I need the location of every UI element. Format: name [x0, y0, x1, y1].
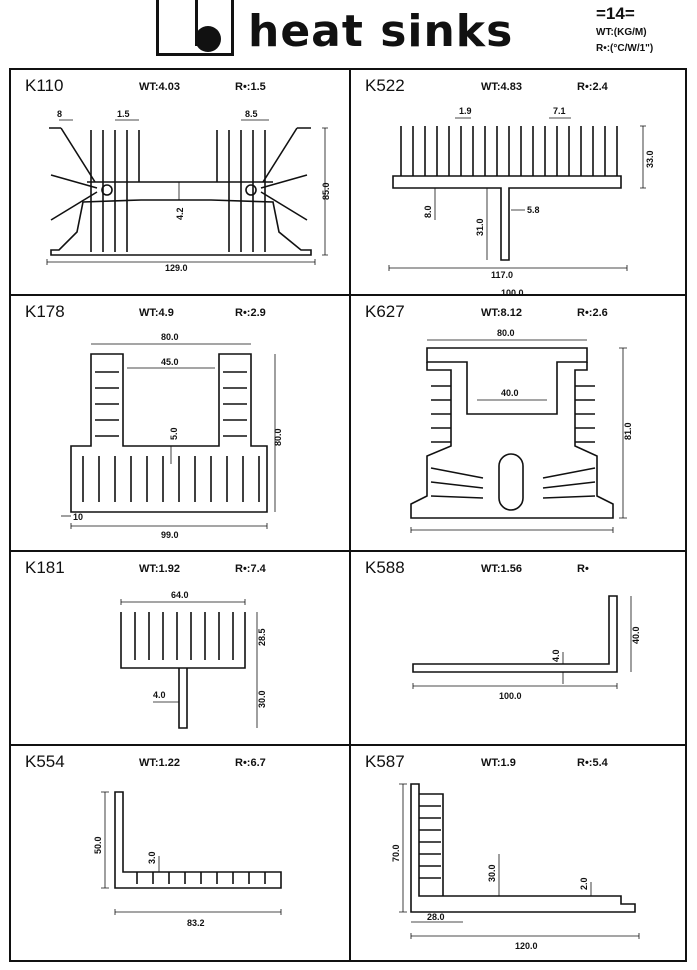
- profile-weight: WT:1.22: [139, 757, 180, 769]
- dim-label: 50.0: [93, 836, 103, 854]
- profile-drawing-k627: 80.0 40.0 81.0 100.0: [410, 288, 633, 533]
- profile-drawing-k522: 1.9 7.1 33.0 8.0 31.0 5.8 117.0: [388, 106, 655, 280]
- dim-label: 4.0: [551, 649, 561, 662]
- profile-card-k178: K178 WT:4.9 R•:2.9 80.0 45.0 5.0 80.0 10…: [11, 296, 349, 550]
- profile-drawing-k110: 8 1.5 8.5 85.0 4.2 129.0: [46, 109, 331, 273]
- dim-label: 8.0: [423, 205, 433, 218]
- dim-label: 5.8: [527, 205, 540, 215]
- dim-label: 5.0: [169, 427, 179, 440]
- page-header: heat sinks =14= WT:(KG/M) R•:(°C/W/1"): [0, 0, 697, 66]
- dim-label: 4.2: [175, 207, 185, 220]
- dim-label: 8: [57, 109, 62, 119]
- dim-label: 100.0: [501, 288, 524, 298]
- dim-label: 1.9: [459, 106, 472, 116]
- thermal-resistance: R•:2.4: [577, 81, 608, 93]
- profile-code: K627: [365, 302, 405, 321]
- dim-label: 40.0: [501, 388, 519, 398]
- dim-label: 81.0: [623, 422, 633, 440]
- dim-label: 129.0: [165, 263, 188, 273]
- profile-code: K587: [365, 752, 405, 771]
- dim-label: 99.0: [161, 530, 179, 540]
- profile-weight: WT:4.83: [481, 81, 522, 93]
- thermal-resistance: R•:5.4: [577, 757, 608, 769]
- profile-card-k554: K554 WT:1.22 R•:6.7 50.0 3.0 83.2: [11, 746, 349, 960]
- weight-legend: WT:(KG/M): [596, 27, 647, 38]
- profile-code: K554: [25, 752, 65, 771]
- thermal-resistance: R•:7.4: [235, 563, 266, 575]
- dim-label: 85.0: [321, 182, 331, 200]
- thermal-resistance: R•:2.6: [577, 307, 608, 319]
- dim-label: 80.0: [497, 328, 515, 338]
- dim-label: 80.0: [161, 332, 179, 342]
- dim-label: 3.0: [147, 851, 157, 864]
- dim-label: 28.0: [427, 912, 445, 922]
- dim-label: 83.2: [187, 918, 205, 928]
- profile-drawing-k178: 80.0 45.0 5.0 80.0 10 99.0: [61, 332, 283, 540]
- profile-drawing-k181: 64.0 28.5 4.0 30.0: [120, 590, 267, 729]
- dim-label: 120.0: [515, 941, 538, 951]
- profile-weight: WT:1.9: [481, 757, 516, 769]
- dim-label: 80.0: [273, 428, 283, 446]
- thermal-resistance: R•:1.5: [235, 81, 266, 93]
- profile-weight: WT:4.03: [139, 81, 180, 93]
- profile-code: K522: [365, 76, 405, 95]
- dim-label: 64.0: [171, 590, 189, 600]
- dim-label: 40.0: [631, 626, 641, 644]
- profile-card-k627: K627 WT:8.12 R•:2.6 80.0 40.0 81.0 100.0: [351, 288, 687, 550]
- dim-label: 8.5: [245, 109, 258, 119]
- dim-label: 33.0: [645, 150, 655, 168]
- profile-card-k588: K588 WT:1.56 R• 40.0 4.0 100.0: [351, 552, 687, 744]
- thermal-resistance: R•:2.9: [235, 307, 266, 319]
- page-title: heat sinks: [248, 6, 514, 57]
- dim-label: 7.1: [553, 106, 566, 116]
- dim-label: 100.0: [499, 691, 522, 701]
- profile-grid: K110 WT:4.03 R•:1.5 8 1.5 8.5 85.0 4.2 1…: [9, 68, 687, 962]
- dim-label: 31.0: [475, 218, 485, 236]
- profile-card-k110: K110 WT:4.03 R•:1.5 8 1.5 8.5 85.0 4.2 1…: [11, 70, 349, 294]
- logo-dot: [195, 26, 221, 52]
- logo-bar: [171, 0, 198, 46]
- profile-drawing-k554: 50.0 3.0 83.2: [93, 791, 282, 928]
- brand-logo: [156, 0, 234, 56]
- resistance-legend: R•:(°C/W/1"): [596, 43, 654, 54]
- profile-code: K110: [25, 76, 64, 95]
- profile-weight: WT:8.12: [481, 307, 522, 319]
- dim-label: 10: [73, 512, 83, 522]
- dim-label: 28.5: [257, 628, 267, 646]
- thermal-resistance: R•: [577, 563, 589, 575]
- profile-code: K178: [25, 302, 65, 321]
- profile-code: K181: [25, 558, 65, 577]
- dim-label: 117.0: [491, 270, 513, 280]
- page-number: =14=: [596, 4, 635, 23]
- thermal-resistance: R•:6.7: [235, 757, 266, 769]
- dim-label: 4.0: [153, 690, 166, 700]
- dim-label: 2.0: [579, 877, 589, 890]
- profile-weight: WT:4.9: [139, 307, 174, 319]
- dim-label: 45.0: [161, 357, 179, 367]
- dim-label: 1.5: [117, 109, 130, 119]
- profile-card-k587: K587 WT:1.9 R•:5.4 70.0 30.0 2.0 28.0 12…: [351, 746, 687, 960]
- profile-drawing-k587: 70.0 30.0 2.0 28.0 120.0: [391, 783, 640, 951]
- dim-label: 70.0: [391, 844, 401, 862]
- profile-weight: WT:1.92: [139, 563, 180, 575]
- dim-label: 30.0: [257, 690, 267, 708]
- profile-card-k181: K181 WT:1.92 R•:7.4 64.0 28.5 4.0 30.0: [11, 552, 349, 744]
- profile-drawing-k588: 40.0 4.0 100.0: [412, 595, 641, 701]
- profile-code: K588: [365, 558, 405, 577]
- dim-label: 30.0: [487, 864, 497, 882]
- profile-card-k522: K522 WT:4.83 R•:2.4 1.9 7.1 33.0 8.0 31.…: [351, 70, 687, 294]
- profile-weight: WT:1.56: [481, 563, 522, 575]
